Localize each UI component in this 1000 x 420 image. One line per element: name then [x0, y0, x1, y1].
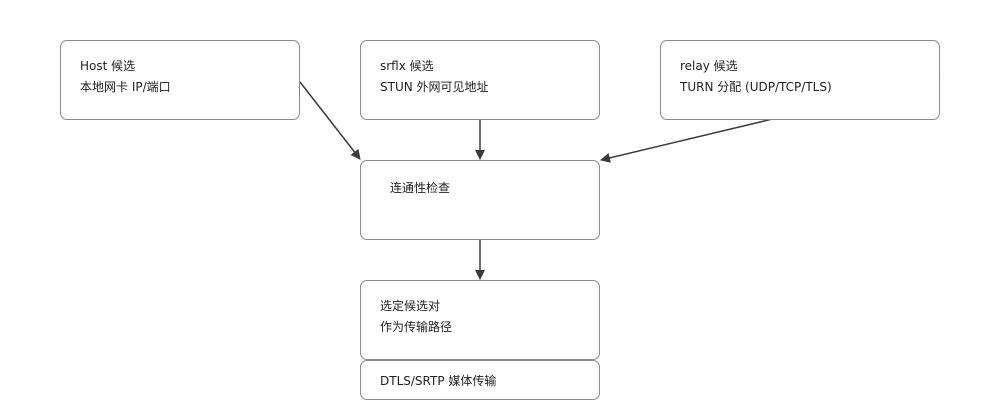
srflx-candidate-desc: STUN 外网可见地址: [380, 80, 489, 94]
relay-candidate-desc: TURN 分配 (UDP/TCP/TLS): [680, 80, 832, 94]
relay-candidate-node: relay 候选 TURN 分配 (UDP/TCP/TLS): [660, 40, 940, 120]
selected-pair-desc: 作为传输路径: [380, 320, 453, 334]
media-transport-title: DTLS/SRTP 媒体传输: [380, 374, 497, 388]
media-transport-node: DTLS/SRTP 媒体传输: [360, 360, 600, 400]
connectivity-check-node: 连通性检查: [360, 160, 600, 240]
edge-host-to-check: [299, 81, 361, 160]
connectivity-check-title: 连通性检查: [390, 181, 451, 195]
selected-pair-node: 选定候选对 作为传输路径: [360, 280, 600, 360]
srflx-candidate-title: srflx 候选: [380, 59, 434, 73]
host-candidate-desc: 本地网卡 IP/端口: [80, 80, 171, 94]
selected-pair-title: 选定候选对: [380, 299, 441, 313]
srflx-candidate-node: srflx 候选 STUN 外网可见地址: [360, 40, 600, 120]
relay-candidate-title: relay 候选: [680, 59, 738, 73]
host-candidate-title: Host 候选: [80, 59, 136, 73]
host-candidate-node: Host 候选 本地网卡 IP/端口: [60, 40, 300, 120]
